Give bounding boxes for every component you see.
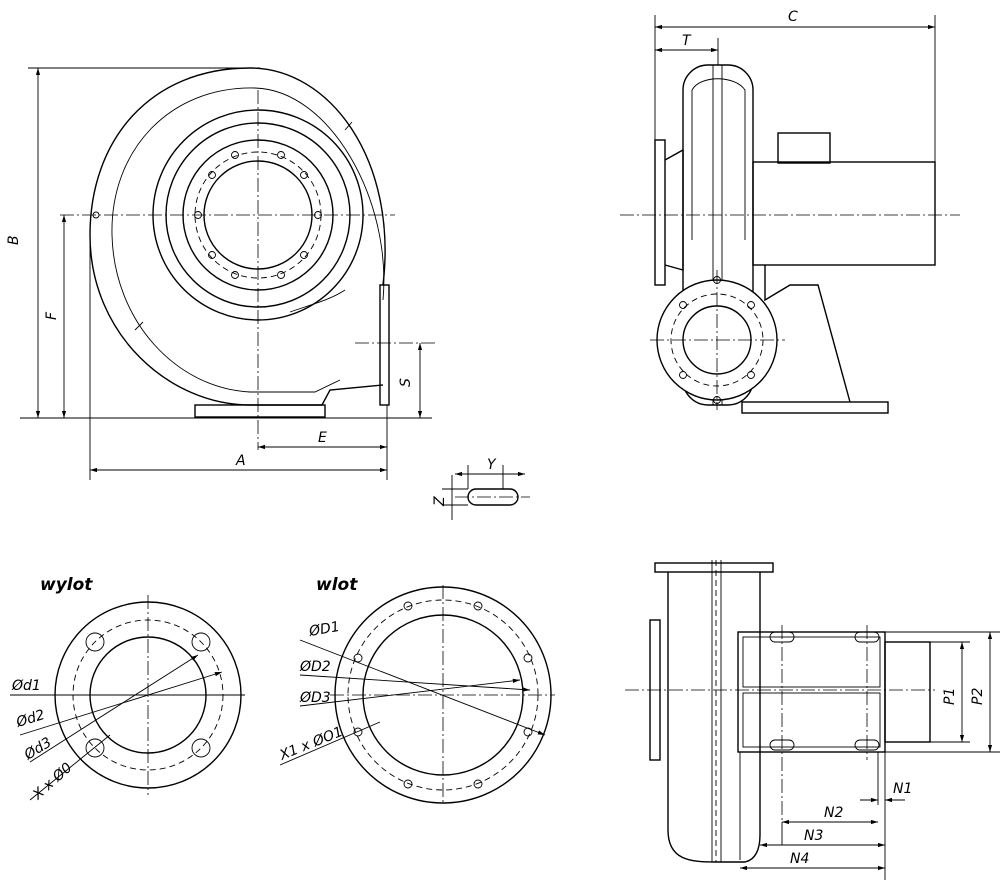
label-Z: Z (432, 496, 448, 507)
label-C: C (788, 9, 798, 25)
front-view: B F S E A (6, 67, 435, 480)
base-plate (741, 401, 889, 414)
label-N4: N4 (790, 851, 809, 867)
label-F: F (44, 311, 60, 320)
label-D1: ØD1 (307, 619, 341, 640)
label-outlet-holes: X x Ø0 (29, 760, 75, 804)
volute-housing (89, 67, 386, 406)
label-d3: Ød3 (21, 735, 55, 764)
title-wylot: wylot (40, 575, 93, 595)
outlet-bolt-holes (85, 632, 211, 758)
title-wlot: wlot (316, 575, 358, 595)
housing-bottom (667, 572, 761, 863)
label-Y: Y (487, 457, 497, 473)
bottom-view: P1 P2 N1 N2 N3 N4 (625, 560, 1000, 880)
motor (752, 161, 936, 266)
label-inlet-holes: X1 x ØO1 (277, 724, 346, 764)
label-N2: N2 (824, 805, 843, 821)
terminal-box (777, 132, 831, 164)
label-E: E (318, 430, 327, 446)
label-P1: P1 (942, 688, 958, 705)
label-D2: ØD2 (299, 659, 331, 675)
outlet-flange (379, 284, 390, 406)
label-T: T (682, 33, 692, 49)
label-B: B (6, 235, 22, 245)
outlet-flange-view: wylot Ød1 Ød2 Ød3 X x Ø0 (10, 575, 245, 804)
label-d1: Ød1 (11, 678, 41, 694)
label-N3: N3 (804, 828, 823, 844)
label-P2: P2 (970, 688, 986, 705)
inlet-flange-side (654, 139, 666, 286)
label-d2: Ød2 (14, 707, 47, 731)
label-S: S (398, 378, 414, 387)
outlet-flange-bottom (654, 562, 774, 573)
motor-bottom (884, 641, 931, 743)
base-foot (194, 404, 326, 418)
label-D3: ØD3 (299, 690, 331, 706)
motor-support (764, 265, 851, 403)
label-A: A (235, 453, 246, 469)
base-slots (769, 631, 880, 751)
side-view: C T (620, 9, 960, 414)
inlet-flange-view: wlot ØD1 ØD2 ØD3 X1 x ØO1 (277, 575, 555, 805)
label-N1: N1 (893, 781, 912, 797)
slot-detail: Y Z (432, 457, 530, 520)
